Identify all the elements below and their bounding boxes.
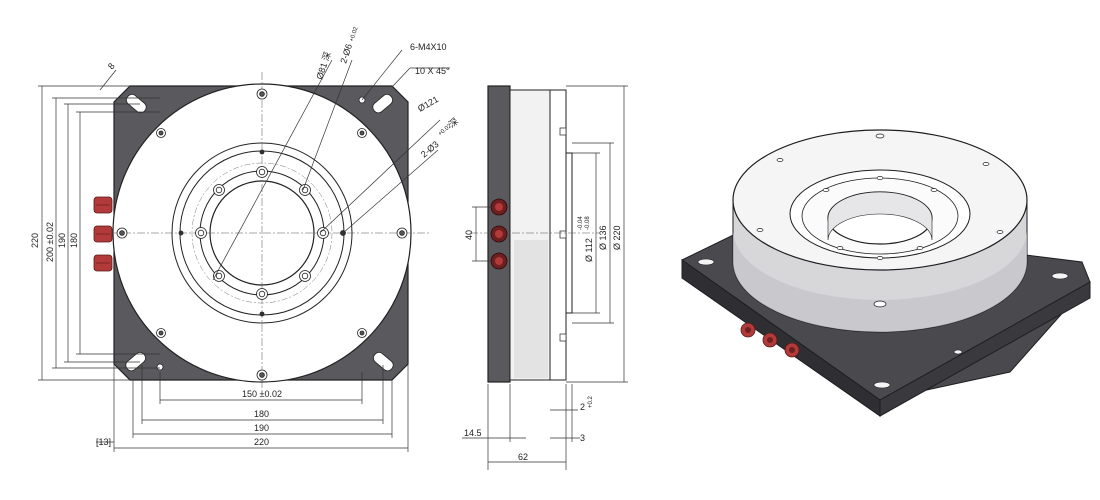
- dim-h62: 62: [518, 452, 528, 462]
- dim-d220: Ø 220: [612, 225, 622, 250]
- corner-slots: [125, 93, 394, 372]
- dim-h220: 220: [254, 437, 269, 447]
- dim-v220: 220: [30, 233, 40, 248]
- front-leaders: [99, 49, 450, 281]
- front-view: 8 Ø81 深 2-Ø6 +0.02 6-M4X10 10 X 45° Ø121…: [30, 26, 460, 452]
- dim-h2: 2: [580, 402, 585, 412]
- dim-d136: Ø 136: [598, 225, 608, 250]
- iso-bolts: [756, 133, 1004, 308]
- inner-bolt-holes: [178, 149, 346, 317]
- dim-h2-tol: +0.2: [588, 395, 594, 408]
- dim-v40: 40: [464, 230, 474, 240]
- side-fittings: [490, 198, 508, 270]
- isometric-view: [681, 129, 1091, 417]
- dim-h13: [13]: [96, 437, 111, 447]
- dim-v200: 200 ±0.02: [45, 222, 55, 262]
- dim-d112-tol-top: -0.04: [578, 216, 584, 230]
- dim-v180: 180: [69, 233, 79, 248]
- iso-fittings: [740, 322, 800, 358]
- dim-d112-tol-bot: -0.08: [585, 216, 591, 230]
- dim-pin-side: 2-Ø3: [419, 139, 441, 160]
- dim-thread: 6-M4X10: [410, 42, 447, 52]
- dim-d112: Ø 112: [584, 238, 594, 262]
- dim-h150: 150 ±0.02: [242, 389, 282, 399]
- dim-h14-5: 14.5: [464, 428, 482, 438]
- dim-h180: 180: [254, 409, 269, 419]
- iso-plate-slots: [697, 258, 1069, 389]
- dim-chamfer: 8: [106, 61, 117, 71]
- iso-bore-inner: [827, 191, 933, 241]
- side-disc-shade: [514, 240, 548, 378]
- iso-plate-front-right: [879, 281, 1091, 417]
- dim-bevel: 10 X 45°: [415, 66, 450, 76]
- front-fittings: [93, 196, 113, 272]
- dim-h3: 3: [580, 433, 585, 443]
- outer-bolt-holes: [116, 88, 408, 381]
- dim-pin-top-tol: +0.02: [349, 26, 360, 43]
- front-vertical-dims: [38, 85, 160, 381]
- iso-disc-wall-shade: [733, 230, 1027, 332]
- side-notches: [559, 127, 567, 342]
- dim-bolt-circle: Ø121: [416, 94, 440, 114]
- dim-bore-top: Ø81 深: [314, 50, 332, 80]
- front-horizontal-dims: [96, 364, 409, 452]
- side-view: 40 Ø 112 -0.04 -0.08 Ø 136 Ø 220 2 +0.2 …: [462, 85, 628, 470]
- dim-h190: 190: [254, 423, 269, 433]
- side-dim-lines: [462, 85, 628, 470]
- dim-v190: 190: [57, 233, 67, 248]
